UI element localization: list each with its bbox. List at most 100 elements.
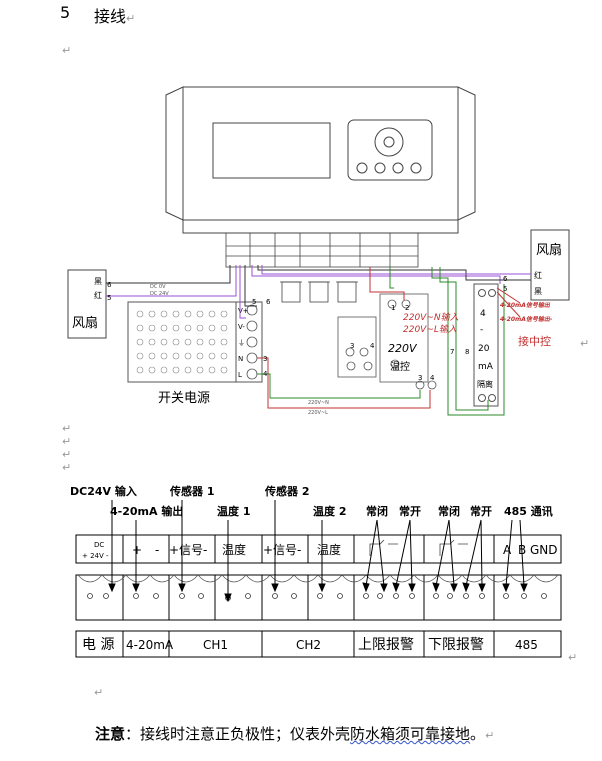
fan-label: 风扇: [536, 242, 562, 258]
note-paragraph: 注意：接线时注意正负极性；仪表外壳防水箱须可靠接地。↵: [95, 723, 494, 744]
label-high-alarm: 上限报警: [358, 637, 414, 653]
note-underlined: 防水箱须可靠接地: [350, 725, 471, 743]
label-ch1: CH1: [203, 638, 228, 652]
label-sensor2: 传感器 2: [264, 484, 309, 498]
label-no2: 常开: [470, 504, 492, 518]
psu-terminal-label: N: [238, 355, 243, 363]
signal-out-label: 4-20mA信号输出: [500, 301, 551, 309]
a-label: A: [503, 543, 512, 557]
label-nc2: 常闭: [438, 504, 460, 518]
right-fan: 风扇 红 黑: [530, 229, 570, 301]
dc-label: DC: [94, 541, 104, 549]
para-mark: ↵: [126, 12, 136, 25]
keypad-panel: [347, 119, 433, 181]
label-485-bottom: 485: [515, 638, 538, 652]
label-dc24v-input: DC24V 输入: [70, 484, 137, 498]
terminal-function-row: 电 源 4-20mA CH1 CH2 上限报警 下限报警 485: [75, 630, 562, 658]
svg-text:2: 2: [405, 304, 409, 312]
display-screen: [212, 122, 331, 179]
gnd-label: GND: [530, 543, 558, 557]
isolator-text: 4: [480, 309, 486, 319]
svg-text:6: 6: [503, 275, 508, 283]
control-label: 接中控: [518, 334, 551, 348]
label-no1: 常开: [399, 504, 421, 518]
para-mark: ↵: [62, 44, 72, 57]
wire-label: 220V~L: [308, 410, 328, 416]
relay-name: 温控: [390, 360, 410, 373]
psu-terminal-label: ⏚: [238, 339, 245, 347]
terminal-arrows: [108, 500, 528, 603]
signal-out-label: 4-20mA信号输出-: [500, 315, 553, 323]
svg-text:4: 4: [370, 342, 375, 350]
psu-terminal-label: L: [238, 371, 242, 379]
para-mark: ↵: [62, 435, 72, 448]
note-text: ：接线时注意正负极性；仪表外壳: [125, 725, 351, 743]
psu-label: 开关电源: [158, 391, 210, 406]
para-mark: ↵: [62, 461, 72, 474]
controller-box: [165, 86, 476, 234]
left-fan: 黑 红 风扇: [67, 269, 107, 339]
label-4-20ma-output: 4-20mA 输出: [110, 504, 183, 518]
label-temp2: 温度 2: [313, 504, 346, 518]
svg-text:3: 3: [350, 342, 354, 350]
note-bold: 注意: [95, 725, 126, 743]
signal2-label: +信号-: [263, 543, 301, 557]
wire-label: DC 24V: [150, 291, 169, 297]
fan-label: 风扇: [72, 315, 98, 331]
terminal-diagram: DC24V 输入 4-20mA 输出 传感器 1 温度 1 传感器 2 温度 2…: [70, 484, 577, 664]
isolator-text: mA: [478, 362, 494, 372]
wiring-diagram: 黑 红 风扇 风扇 红 黑 V+ V- ⏚ N L 开关电源: [67, 86, 589, 416]
psu-terminal-label: V-: [238, 323, 245, 331]
svg-text:1: 1: [391, 304, 395, 312]
switching-power-supply: V+ V- ⏚ N L 开关电源: [127, 301, 263, 406]
terminal-screw-row: [75, 574, 562, 621]
label-sensor1: 传感器 1: [169, 484, 214, 498]
svg-text:5: 5: [107, 294, 111, 302]
section-title-text: 接线: [94, 7, 127, 26]
plus-label: +: [132, 543, 142, 557]
svg-text:4: 4: [263, 370, 268, 378]
svg-text:8: 8: [465, 348, 469, 356]
dc-polarity-label: + 24V -: [82, 552, 109, 560]
label-4-20ma: 4-20mA: [126, 638, 174, 652]
temp2-label: 温度: [317, 542, 341, 557]
para-mark: ↵: [568, 651, 577, 664]
terminal-top-labels: DC24V 输入 4-20mA 输出 传感器 1 温度 1 传感器 2 温度 2…: [70, 484, 553, 518]
para-mark: ↵: [62, 422, 72, 435]
relay-voltage: 220V: [388, 342, 418, 355]
isolator-text: 20: [478, 344, 490, 354]
wire-label-black: 黑: [94, 277, 102, 286]
section-number: 5: [60, 3, 71, 22]
para-mark: ↵: [62, 448, 72, 461]
wire-label-red: 红: [534, 270, 542, 280]
label-ch2: CH2: [296, 638, 321, 652]
svg-text:6: 6: [107, 281, 112, 289]
wire-label-red: 红: [94, 290, 102, 300]
signal-isolator: 4 - 20 mA 隔离: [473, 283, 499, 407]
psu-terminal-label: V+: [238, 307, 249, 315]
svg-text:3: 3: [263, 355, 267, 363]
isolator-text: 隔离: [477, 379, 493, 389]
wire-label-black: 黑: [534, 287, 542, 296]
svg-text:5: 5: [503, 285, 507, 293]
wire-label: 220V~N: [308, 400, 329, 406]
label-nc1: 常闭: [366, 504, 388, 518]
wire-label: DC 0V: [150, 284, 166, 290]
isolator-text: -: [480, 325, 483, 335]
minus-label: -: [155, 543, 159, 557]
relay-contact-icons: [369, 539, 468, 556]
svg-text:5: 5: [252, 298, 256, 306]
cable-glands: [280, 281, 358, 303]
svg-text:3: 3: [418, 374, 422, 382]
label-power: 电 源: [82, 637, 114, 653]
para-mark: ↵: [580, 337, 589, 350]
wires: [106, 265, 531, 416]
para-mark: ↵: [94, 686, 104, 699]
svg-text:6: 6: [266, 298, 271, 306]
temp1-label: 温度: [222, 542, 246, 557]
label-low-alarm: 下限报警: [428, 637, 484, 653]
note-text-end: 。: [470, 725, 486, 743]
para-mark: ↵: [485, 729, 495, 742]
label-485: 485 通讯: [504, 505, 553, 518]
terminal-label-row: DC + 24V - + - +信号- 温度 +信号- 温度 A B GND: [75, 534, 562, 564]
